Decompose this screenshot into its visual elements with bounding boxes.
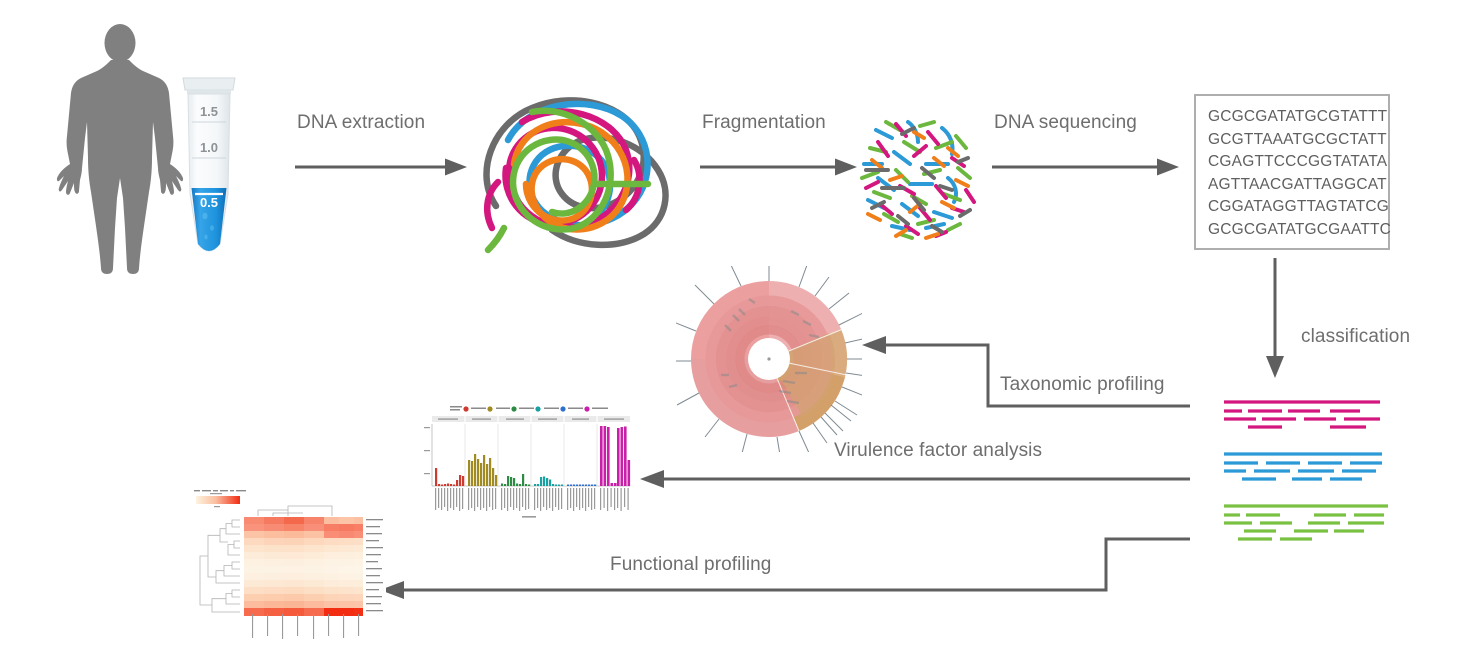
- classified-read-groups: [1224, 398, 1404, 550]
- arrow-right-icon: [700, 158, 857, 176]
- tangled-dna-icon: [483, 97, 669, 254]
- arrow-fragmentation: Fragmentation: [700, 112, 860, 192]
- arrow-label-classification: classification: [1301, 326, 1411, 347]
- dna-sequence-readout: GCGCGATATGCGTATTT GCGTTAAATGCGCTATT CGAG…: [1194, 94, 1392, 250]
- arrow-left-step-icon: [380, 537, 1190, 599]
- virulence-factor-bar-chart: [418, 402, 634, 520]
- arrow-functional-profiling: Functional profiling: [378, 532, 1190, 604]
- sequence-line: GCGCGATATGCGTATTT: [1208, 108, 1388, 125]
- heatmap-column-labels: [252, 614, 360, 639]
- tube-mark-0-5: 0.5: [199, 195, 219, 210]
- arrow-down-icon: [1266, 258, 1284, 378]
- arrow-dna-extraction: DNA extraction: [295, 112, 470, 192]
- sequence-line: GCGTTAAATGCGCTATT: [1208, 130, 1387, 148]
- tangled-dna: [466, 78, 706, 278]
- tube-mark-1-0: 1.0: [199, 140, 219, 155]
- arrow-label-fragmentation: Fragmentation: [702, 112, 826, 133]
- krona-sunburst-icon: [663, 255, 875, 462]
- bar-chart-icon: [424, 406, 631, 518]
- read-alignment-icon: [1224, 400, 1388, 541]
- arrow-classification: classification: [1255, 258, 1445, 390]
- fragmented-dna-icon: [860, 120, 976, 240]
- sequence-line: CGGATAGGTTAGTATCG: [1208, 198, 1390, 215]
- arrow-right-icon: [295, 158, 467, 176]
- human-silhouette-icon: [56, 24, 184, 274]
- sequence-line: GCGCGATATGCGAATTC: [1208, 220, 1392, 238]
- arrow-label-dna-sequencing: DNA sequencing: [994, 112, 1137, 133]
- sequence-line: AGTTAACGATTAGGCAT: [1208, 175, 1387, 193]
- arrow-left-icon: [640, 470, 1190, 488]
- tube-mark-1-5: 1.5: [199, 104, 219, 119]
- arrow-virulence-factor-analysis: Virulence factor analysis: [638, 440, 1190, 492]
- taxonomic-krona-plot: [663, 255, 875, 462]
- arrow-left-step-icon: [862, 336, 1190, 408]
- arrow-label-virulence-factor-analysis: Virulence factor analysis: [834, 440, 1043, 461]
- arrow-dna-sequencing: DNA sequencing: [992, 112, 1182, 192]
- functional-profiling-heatmap: [182, 482, 386, 639]
- arrow-label-dna-extraction: DNA extraction: [297, 112, 426, 133]
- arrow-label-taxonomic-profiling: Taxonomic profiling: [1000, 374, 1165, 395]
- human-body-sample: [55, 18, 185, 276]
- heatmap-icon: [194, 490, 383, 618]
- fragmented-dna: [848, 108, 988, 248]
- sample-tube: 1.5 1.0 0.5: [173, 76, 245, 266]
- arrow-taxonomic-profiling: Taxonomic profiling: [860, 332, 1190, 414]
- arrow-label-functional-profiling: Functional profiling: [610, 554, 772, 575]
- arrow-right-icon: [992, 158, 1179, 176]
- sequence-line: CGAGTTCCCGGTATATA: [1208, 153, 1388, 170]
- tube-icon: [182, 77, 236, 252]
